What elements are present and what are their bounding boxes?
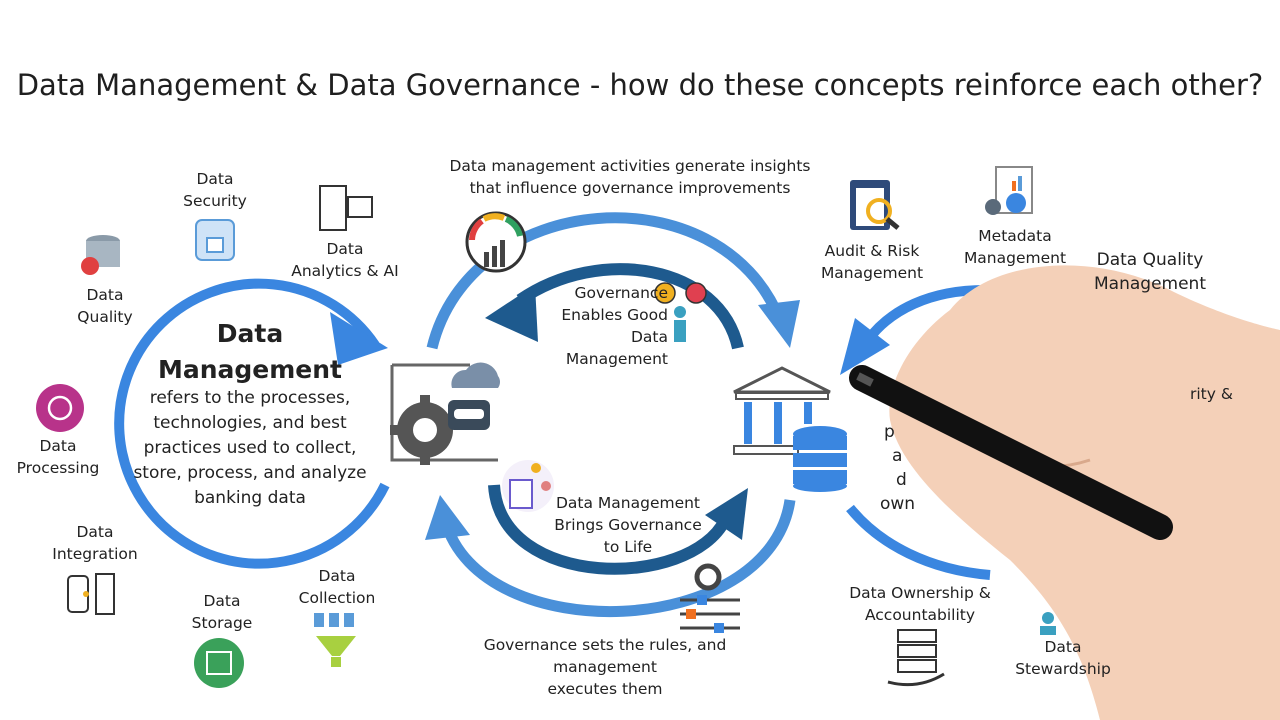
top-outer-arrow: [426, 212, 786, 350]
dg-fragment: own: [880, 494, 916, 514]
storage-icon: [194, 638, 244, 688]
label-brings-life: Data Management Brings Governance to Lif…: [554, 494, 702, 556]
label-audit-risk: Audit & Risk Management: [820, 242, 924, 282]
bottom-inner-arrowhead: [705, 488, 748, 540]
database-award-icon: [81, 235, 120, 275]
label-data-analytics: Data Analytics & AI: [291, 240, 399, 280]
top-outer-arrowhead: [758, 300, 800, 348]
database-lock-icon: [195, 219, 235, 261]
person-check-icon: [654, 282, 707, 342]
label-data-processing: Data Processing: [16, 437, 100, 477]
gear-sliders-icon: [680, 563, 740, 633]
collection-funnel-icon: [314, 613, 356, 667]
dg-fragment: p: [884, 422, 895, 442]
gauge-chart-icon: [465, 211, 527, 273]
integration-icon: [67, 573, 115, 615]
team-board-icon: [502, 460, 554, 512]
label-security-partial: rity &: [1190, 385, 1233, 403]
label-quality-mgmt: Data Quality Management: [1094, 250, 1206, 294]
cloud-gear-server-icon: [390, 362, 501, 465]
page-title: Data Management & Data Governance - how …: [16, 68, 1264, 102]
label-stewardship: Data Stewardship: [1015, 638, 1111, 678]
label-data-quality: Data Quality: [77, 286, 133, 326]
dm-cycle-arrow: [114, 278, 390, 569]
bottom-outer-arrow: [439, 499, 796, 617]
top-inner-arrow: [516, 263, 744, 350]
clipboard-magnifier-icon: [850, 180, 900, 230]
bottom-inner-arrow: [488, 484, 731, 575]
label-ownership: Data Ownership & Accountability: [849, 584, 991, 624]
label-metadata: Metadata Management: [963, 227, 1067, 267]
hand-marker-icon: [849, 265, 1280, 720]
label-data-collection: Data Collection: [298, 567, 376, 607]
processing-icon: [36, 384, 84, 432]
server-hand-icon: [887, 629, 945, 687]
dm-heading: Data Management: [157, 319, 343, 384]
dg-fragment: a: [892, 446, 903, 466]
dg-arrowhead: [840, 318, 890, 375]
report-gears-icon: [985, 166, 1033, 215]
ai-document-icon: [319, 185, 373, 231]
dg-fragment: d: [896, 470, 907, 490]
bank-database-icon: [733, 366, 847, 492]
top-inner-arrowhead: [485, 285, 538, 342]
label-data-integration: Data Integration: [52, 523, 138, 563]
label-governance-enables: Governance Enables Good Data Management: [561, 284, 668, 368]
dg-bottom-arrow: [846, 504, 991, 580]
dg-top-arrow: [863, 285, 986, 344]
dm-description: refers to the processes, technologies, a…: [133, 388, 367, 508]
dm-arrowhead: [330, 312, 388, 365]
label-data-storage: Data Storage: [191, 592, 253, 632]
bottom-outer-arrowhead: [425, 495, 470, 540]
caption-insights: Data management activities generate insi…: [449, 157, 811, 197]
caption-rules: Governance sets the rules, and managemen…: [483, 636, 727, 698]
label-data-security: Data Security: [183, 170, 247, 210]
